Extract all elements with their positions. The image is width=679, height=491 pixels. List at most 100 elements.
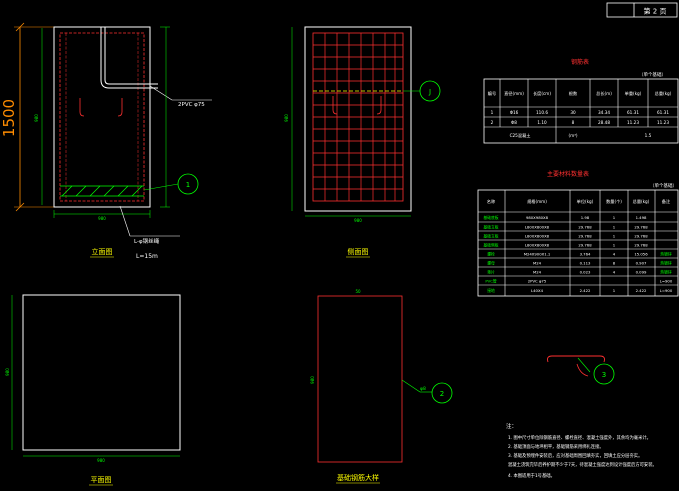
- t2-cell: 0.907: [636, 261, 647, 266]
- t2-cell: 1: [613, 215, 616, 220]
- t2-cell: 980X980X8: [526, 215, 549, 220]
- callout-2-text: 2: [440, 390, 444, 398]
- t2-cell: 15.056: [634, 252, 648, 257]
- plan-view-title: 平面图: [91, 476, 112, 484]
- t2-cell: 1: [613, 234, 616, 239]
- t1-header: 长度(cm): [533, 90, 551, 97]
- materials-table: 主要材料数量表 （单个基础） 名称 规格(mm) 单位(kg) 数量(个) 总量…: [477, 170, 679, 297]
- t1-header: 根数: [569, 90, 578, 97]
- t2-cell: 基础立板: [483, 234, 498, 239]
- t1-footer: (m³): [568, 133, 577, 138]
- t2-cell: M24: [533, 270, 542, 275]
- t2-cell: 29.768: [578, 243, 592, 248]
- t2-cell: 1: [613, 225, 616, 230]
- t2-cell: L800X800X8: [525, 234, 550, 239]
- t2-cell: 1.498: [636, 215, 647, 220]
- t2-cell: 1: [613, 288, 616, 293]
- t2-cell: L=900: [660, 288, 673, 293]
- hook-detail: 3: [547, 355, 615, 385]
- notes-line: 3. 基础及预埋件安装后，应对基础周围回填夯实，回填土应分层夯实。: [508, 452, 642, 459]
- rebar-length: L=15m: [136, 253, 158, 260]
- t2-header: 备注: [662, 198, 671, 205]
- t2-cell: L=900: [660, 279, 673, 284]
- notes-line: 混凝土浇筑完毕后养护期不少于7天，待混凝土强度达到设计强度后方可安装。: [508, 461, 657, 468]
- t2-cell: 热镀锌: [660, 270, 672, 275]
- t1-header: 总长(m): [596, 90, 612, 97]
- t2-cell: 29.768: [634, 234, 648, 239]
- t1-cell: 11.23: [657, 120, 669, 125]
- t2-cell: 接地: [487, 288, 495, 293]
- t2-cell: 8: [613, 261, 616, 266]
- t2-cell: 1: [613, 243, 616, 248]
- t2-cell: 3.764: [580, 252, 591, 257]
- t1-cell: 11.23: [627, 120, 639, 125]
- rebar-spec: φ8: [420, 386, 426, 392]
- rebar-detail-view: 50 980 φ8 2 基础钢筋大样: [310, 289, 453, 484]
- plan-dim-left: 980: [5, 368, 10, 376]
- side-dim-bottom: 980: [354, 218, 362, 223]
- t2-cell: 热镀锌: [660, 261, 672, 266]
- t1-header: 总重(kg): [655, 90, 672, 96]
- callout-1: [177, 173, 199, 195]
- t2-cell: M24: [533, 261, 542, 266]
- t2-cell: 基础底板: [483, 215, 498, 220]
- t1-cell: 61.31: [627, 110, 639, 115]
- callout-2: [431, 382, 453, 404]
- side-dim-left: 980: [284, 114, 289, 122]
- callout-1-text: 1: [186, 181, 190, 189]
- title-block: 第 2 页: [606, 2, 678, 18]
- t1-footer: C25混凝土: [510, 132, 531, 139]
- t2-cell: 29.768: [578, 225, 592, 230]
- pvc-label: 2PVC φ75: [178, 102, 205, 108]
- t2-cell: L800X800X8: [525, 243, 550, 248]
- height-dimension: 1500: [0, 99, 18, 137]
- main-elevation-view: 1500 980 2PVC φ75 1: [0, 22, 212, 260]
- sheet-label: 第 2 页: [644, 7, 667, 16]
- main-view-title: 立面图: [92, 247, 113, 256]
- rebar-table: 钢筋表 （单个基础） 编号 直径(mm) 长度(cm) 根数 总长(m) 单重(…: [483, 58, 679, 144]
- rebar-grid: [313, 33, 403, 201]
- t1-header: 单重(kg): [625, 90, 642, 97]
- t1-cell: 110.6: [536, 110, 548, 115]
- t1-cell: Φ16: [510, 110, 519, 115]
- t1-cell: 34.34: [598, 110, 610, 115]
- dim-bottom: 980: [98, 216, 106, 221]
- side-view: J 980 980 侧面图: [284, 26, 441, 258]
- rebar-dim-left: 980: [310, 376, 315, 384]
- rebar-view-title: 基础钢筋大样: [337, 473, 379, 482]
- t1-cell: 8: [572, 120, 575, 125]
- t1-cell: 28.48: [598, 120, 610, 125]
- t2-header: 总量(kg): [633, 198, 650, 205]
- t2-cell: 螺母: [487, 261, 495, 266]
- t2-cell: 热镀锌: [660, 252, 672, 257]
- t1-cell: 2: [491, 120, 494, 125]
- notes-line: 注：: [506, 422, 517, 430]
- t1-cell: 61.31: [657, 110, 669, 115]
- table2-note: （单个基础）: [650, 182, 677, 189]
- t2-cell: 2PVC φ75: [528, 279, 547, 284]
- t2-cell: 0.099: [636, 270, 647, 275]
- t1-cell: 1.10: [537, 120, 547, 125]
- t2-cell: 1.98: [581, 215, 590, 220]
- t2-header: 单位(kg): [577, 198, 594, 205]
- table1-title: 钢筋表: [571, 58, 589, 66]
- t2-cell: 4: [613, 252, 616, 257]
- notes-line: 4. 本图适用于1号基础。: [508, 472, 555, 479]
- t2-cell: 基础立板: [483, 225, 498, 230]
- t2-cell: L40X4: [531, 288, 544, 293]
- side-view-title: 侧面图: [348, 247, 369, 256]
- table2-title: 主要材料数量表: [547, 170, 589, 178]
- t1-footer: 1.5: [645, 133, 652, 138]
- t2-cell: 螺栓: [487, 252, 495, 257]
- t2-cell: 4: [613, 270, 616, 275]
- notes-line: 2. 基础顶面与地坪相平，基础钢筋采用绑扎连接。: [508, 443, 604, 450]
- t2-cell: 基础侧板: [483, 243, 498, 248]
- callout-3-text: 3: [602, 371, 606, 379]
- spiral-label: L-φ钢丝绳: [134, 237, 160, 245]
- t1-cell: 30: [570, 110, 576, 115]
- notes: 注： 1. 图中尺寸单位除钢筋直径、螺栓直径、混凝土强度外，其余均为毫米计。 2…: [506, 422, 657, 479]
- callout-j: [419, 80, 441, 102]
- t2-cell: L800X800X8: [525, 225, 550, 230]
- t2-cell: 29.768: [634, 225, 648, 230]
